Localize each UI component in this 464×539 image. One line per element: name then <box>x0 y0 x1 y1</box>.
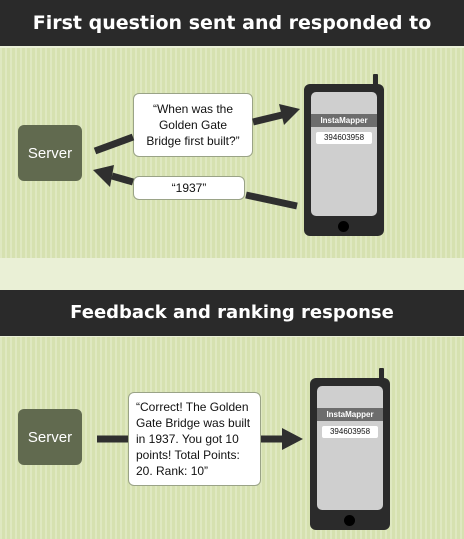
device-id: 394603958 <box>316 132 372 144</box>
panel-question: First question sent and responded to Ser… <box>0 0 464 258</box>
arrow-icon <box>93 165 114 187</box>
app-name: InstaMapper <box>311 114 377 127</box>
home-button-icon <box>338 221 349 232</box>
home-button-icon <box>344 515 355 526</box>
arrow-phone-to-answer <box>245 191 298 210</box>
app-name: InstaMapper <box>317 408 383 421</box>
device-id: 394603958 <box>322 426 378 438</box>
arrow-answer-to-server <box>111 172 134 186</box>
mobile-phone-icon: InstaMapper 394603958 <box>310 368 390 530</box>
answer-text: “1937” <box>171 181 207 195</box>
arrow-icon <box>282 428 303 450</box>
server-label: Server <box>27 428 73 446</box>
feedback-bubble: “Correct! The Golden Gate Bridge was bui… <box>128 392 261 486</box>
phone-screen: InstaMapper 394603958 <box>311 92 377 216</box>
arrow-bubble-to-phone <box>252 111 283 126</box>
server-box: Server <box>18 409 82 465</box>
feedback-text: “Correct! The Golden Gate Bridge was bui… <box>136 400 251 478</box>
question-text: “When was the Golden Gate Bridge first b… <box>146 102 240 148</box>
question-bubble: “When was the Golden Gate Bridge first b… <box>133 93 253 157</box>
panel-2-title: Feedback and ranking response <box>0 290 464 336</box>
arrow-server-to-bubble <box>93 133 135 155</box>
arrow-icon <box>279 104 300 125</box>
antenna-icon <box>373 74 378 88</box>
answer-bubble: “1937” <box>133 176 245 200</box>
phone-screen: InstaMapper 394603958 <box>317 386 383 510</box>
server-box: Server <box>18 125 82 181</box>
server-label: Server <box>27 144 73 162</box>
antenna-icon <box>379 368 384 382</box>
panel-1-title: First question sent and responded to <box>0 0 464 46</box>
mobile-phone-icon: InstaMapper 394603958 <box>304 74 384 236</box>
